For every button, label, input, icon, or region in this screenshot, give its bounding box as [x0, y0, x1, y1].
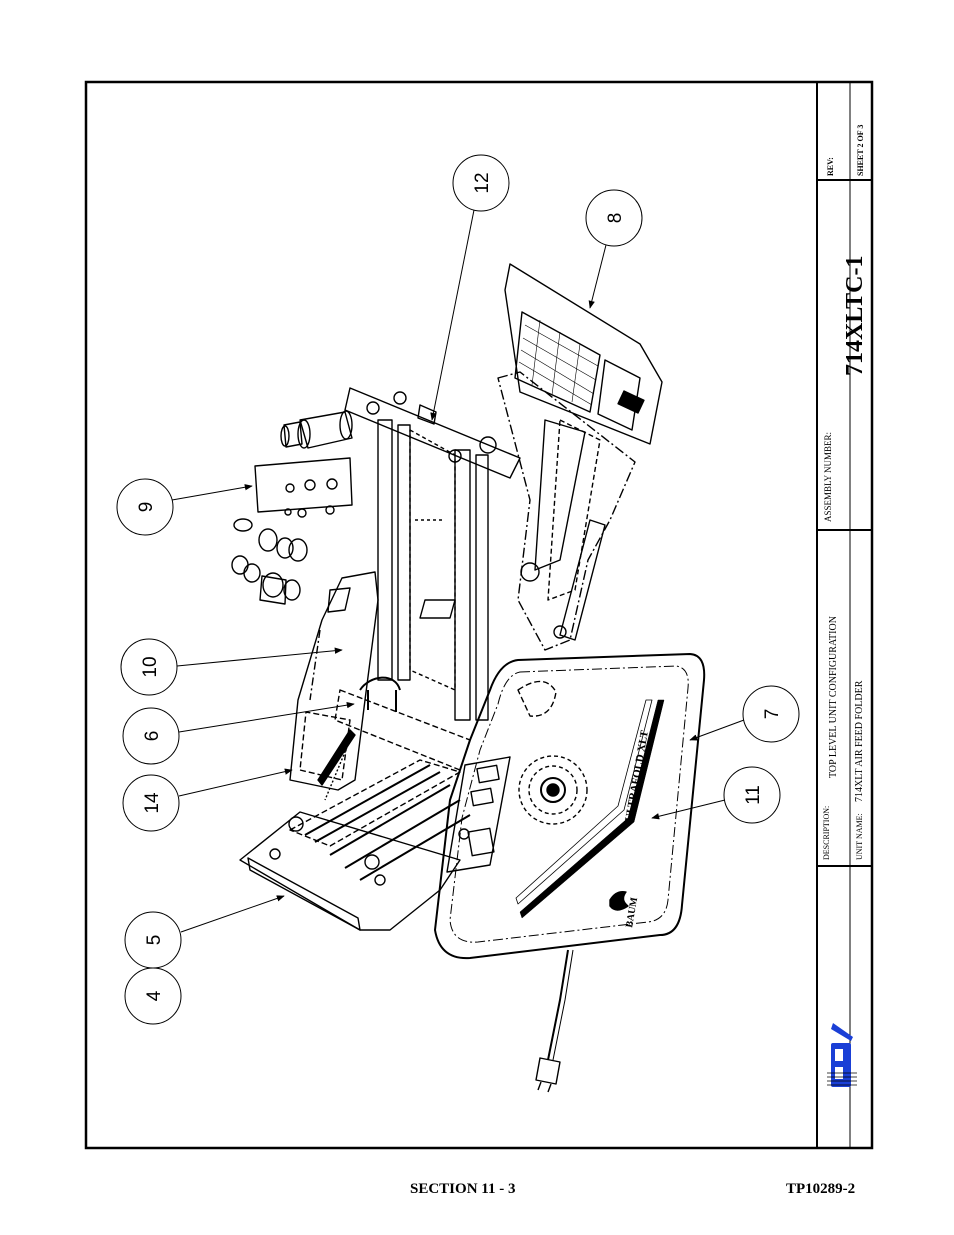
assembly-number: 714XLTC-1	[842, 256, 868, 376]
callout-8	[585, 189, 643, 309]
callout-7	[689, 685, 800, 743]
unit-name-label: UNIT NAME:	[855, 813, 864, 860]
rear-tray	[497, 371, 636, 651]
callout-4	[124, 967, 182, 1025]
callout-number-8: 8	[605, 213, 626, 224]
callout-number-12: 12	[472, 172, 493, 193]
callout-6	[122, 701, 355, 765]
drawing-border	[84, 80, 874, 1150]
callout-number-4: 4	[144, 990, 165, 1001]
side-guide-scale	[317, 729, 356, 801]
company-logo-icon	[827, 1023, 857, 1087]
product-mark: ULTRAFOLD XLT	[623, 729, 651, 823]
document-number: TP10289-2	[786, 1181, 856, 1197]
sheet-number: SHEET 2 OF 3	[856, 125, 865, 176]
callout-numbers: 12 8 9 10 6 14 5 4 7 11	[136, 172, 783, 1001]
callout-11	[651, 766, 781, 824]
brand-mark: BAUM	[624, 896, 640, 929]
rev-label: REV:	[826, 157, 835, 176]
callout-number-6: 6	[142, 731, 163, 742]
callout-number-14: 14	[142, 792, 163, 814]
callout-10	[120, 638, 343, 696]
callout-number-5: 5	[144, 935, 165, 946]
callout-number-10: 10	[140, 656, 161, 677]
callouts	[116, 154, 800, 1025]
callout-number-7: 7	[762, 709, 783, 720]
callout-number-11: 11	[743, 785, 764, 805]
instruction-panel	[504, 263, 663, 445]
unit-name: 714XLT AIR FEED FOLDER	[854, 680, 865, 802]
callout-5	[124, 895, 285, 969]
title-block: REV: SHEET 2 OF 3 ASSEMBLY NUMBER: 714XL…	[822, 125, 868, 860]
motor-canister	[280, 410, 353, 449]
front-cover	[434, 653, 706, 960]
callout-9	[116, 478, 253, 536]
assembly-number-label: ASSEMBLY NUMBER:	[823, 432, 833, 522]
hardware-kit	[231, 457, 353, 605]
section-label: SECTION 11 - 3	[410, 1181, 516, 1197]
top-bar	[344, 387, 521, 479]
machine-drawing	[231, 263, 706, 1093]
callout-number-9: 9	[136, 502, 157, 513]
callout-14	[122, 768, 293, 832]
power-cord	[535, 949, 574, 1093]
description: TOP LEVEL UNIT CONFIGURATION	[828, 616, 839, 778]
callout-12	[430, 154, 510, 421]
description-label: DESCRIPTION:	[822, 806, 831, 860]
feed-table	[239, 676, 471, 931]
feed-tower	[377, 419, 489, 721]
